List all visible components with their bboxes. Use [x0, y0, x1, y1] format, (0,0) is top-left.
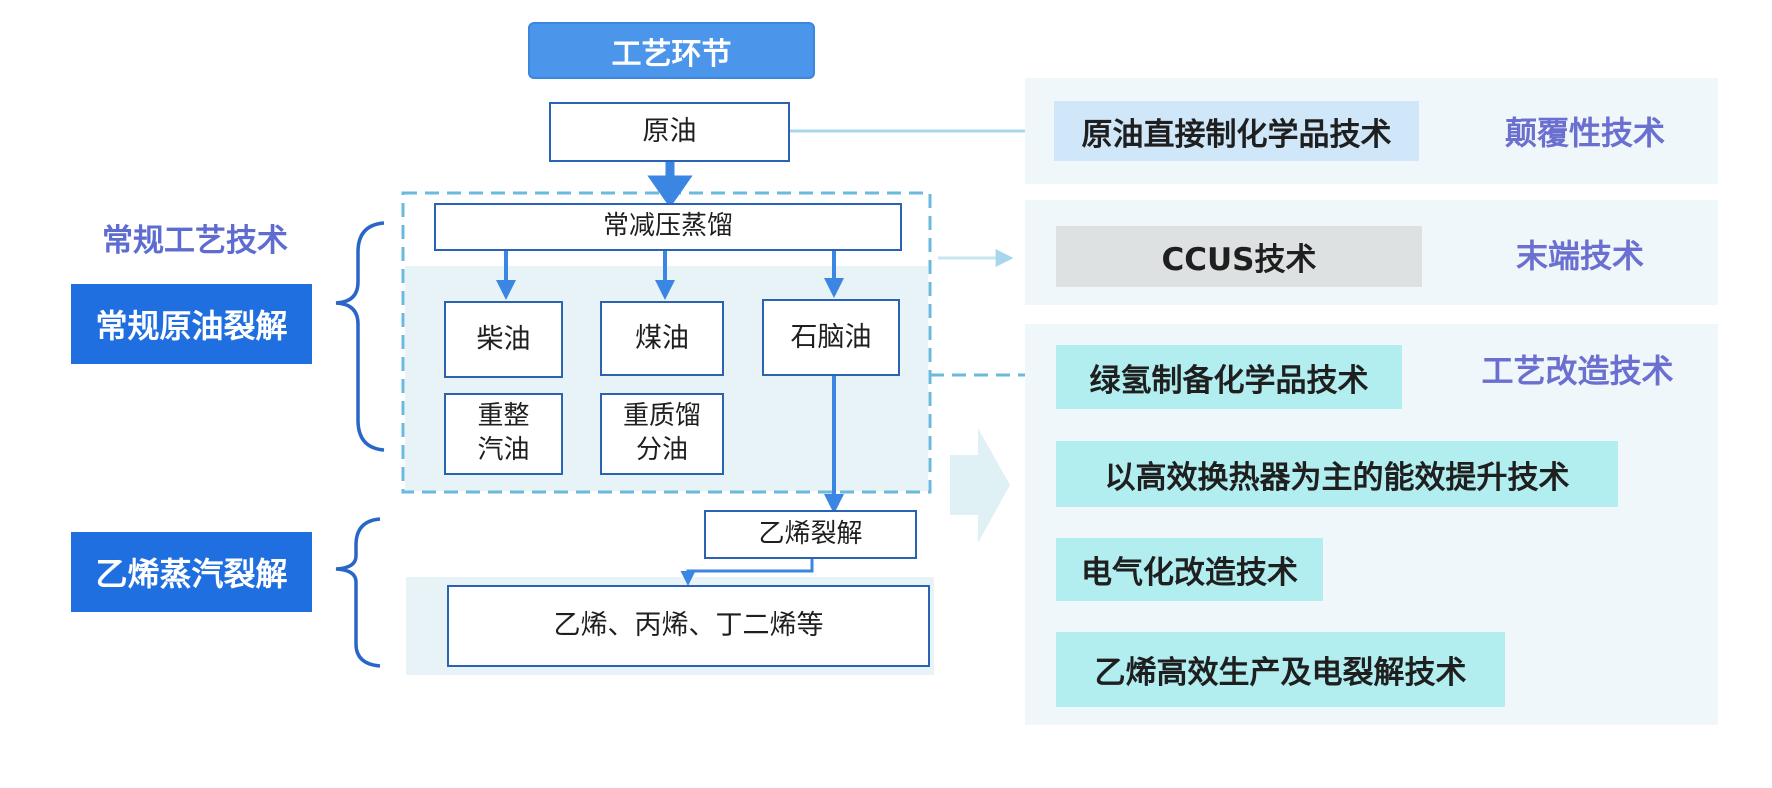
- retrofit-tag-2: 以高效换热器为主的能效提升技术: [1056, 441, 1618, 507]
- retrofit-tag-1: 绿氢制备化学品技术: [1056, 345, 1402, 409]
- crude-oil-box: 原油: [549, 102, 790, 162]
- arrow-ethylene-cracking-to-products: [680, 559, 814, 586]
- diesel-box: 柴油: [444, 301, 563, 378]
- kerosene-box: 煤油: [600, 301, 724, 376]
- ethylene-cracking-box: 乙烯裂解: [704, 510, 917, 559]
- heavy-distillate-box: 重质馏 分油: [600, 393, 724, 475]
- process-retrofit-category: 工艺改造技术: [1481, 352, 1674, 390]
- ethylene-cracking-label: 乙烯蒸汽裂解: [71, 532, 312, 612]
- distillation-box: 常减压蒸馏: [434, 203, 902, 251]
- products-box: 乙烯、丙烯、丁二烯等: [447, 585, 930, 667]
- brace-ethylene-cracking: [335, 517, 381, 668]
- reformed-gasoline-box: 重整 汽油: [444, 393, 563, 475]
- disruptive-category: 颠覆性技术: [1504, 114, 1665, 152]
- disruptive-tag: 原油直接制化学品技术: [1054, 101, 1419, 161]
- large-faint-arrow-icon: [950, 428, 1010, 543]
- brace-crude-cracking: [335, 221, 385, 452]
- retrofit-tag-3: 电气化改造技术: [1056, 538, 1323, 601]
- naphtha-box: 石脑油: [762, 299, 900, 376]
- ccus-tag: CCUS技术: [1056, 226, 1422, 287]
- end-of-pipe-category: 末端技术: [1515, 237, 1644, 275]
- retrofit-tag-4: 乙烯高效生产及电裂解技术: [1056, 632, 1505, 707]
- crude-cracking-label: 常规原油裂解: [71, 284, 312, 364]
- arrow-crude-to-distillation: [647, 162, 693, 208]
- process-stage-header: 工艺环节: [528, 22, 815, 79]
- conventional-tech-label: 常规工艺技术: [102, 222, 288, 259]
- conventional-process-boundary: [401, 191, 932, 494]
